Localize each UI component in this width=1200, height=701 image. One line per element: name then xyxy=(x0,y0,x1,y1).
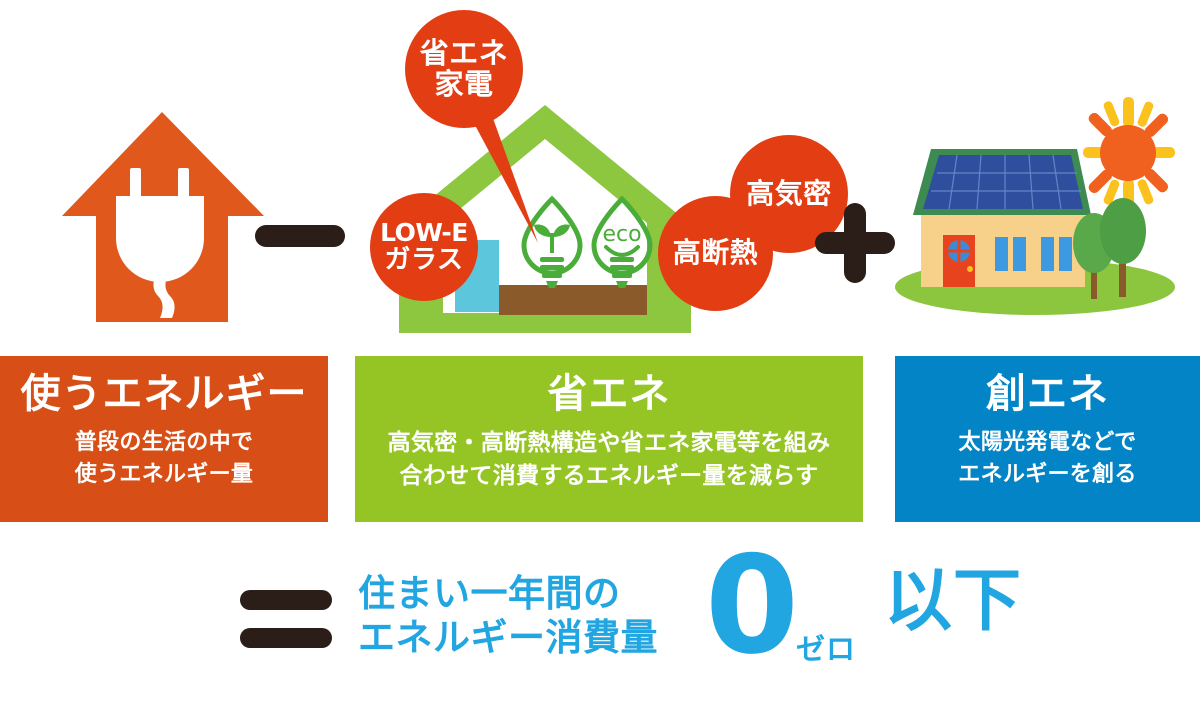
panel-line-2: 使うエネルギー量 xyxy=(74,461,254,487)
panel-title: 使うエネルギー xyxy=(20,371,308,417)
panel-use-energy: 使うエネルギー 普段の生活の中で 使うエネルギー量 xyxy=(0,356,328,522)
sun-icon xyxy=(1083,97,1175,209)
house-floor xyxy=(499,285,647,315)
panel-title: 省エネ xyxy=(547,371,671,417)
panel-line-2: エネルギーを創る xyxy=(958,461,1137,487)
panel-line-1: 太陽光発電などで xyxy=(958,429,1137,455)
solar-panel-grid xyxy=(931,154,1081,210)
shouene-kaden-pointer xyxy=(430,95,550,245)
panel-save-energy: 省エネ 高気密・高断熱構造や省エネ家電等を組み 合わせて消費するエネルギー量を減… xyxy=(355,356,863,522)
minus-operator xyxy=(255,225,345,247)
panel-line-1: 普段の生活の中で xyxy=(74,429,254,455)
badge-line-1: 省エネ xyxy=(419,35,509,70)
badge-shouene-kaden[interactable]: 省エネ 家電 xyxy=(405,10,523,128)
equation-line-1: 住まい一年間の xyxy=(358,572,621,615)
badge-low-e-glass[interactable]: LOW-E ガラス xyxy=(370,193,478,301)
panel-line-1: 高気密・高断熱構造や省エネ家電等を組み xyxy=(387,429,831,456)
equation-zero: 0 xyxy=(705,527,799,684)
svg-text:eco: eco xyxy=(602,222,641,247)
panel-title: 創エネ xyxy=(986,371,1109,417)
plus-operator xyxy=(815,203,895,283)
plus-vertical-bar xyxy=(844,203,866,283)
tree-right xyxy=(1100,198,1146,297)
equals-bar-top xyxy=(240,590,332,610)
badge-line-2: ガラス xyxy=(384,245,464,276)
equals-operator xyxy=(240,588,332,650)
badge-line-1: 高気密 xyxy=(746,176,832,210)
door-knob xyxy=(967,266,973,272)
badge-line-1: LOW-E xyxy=(380,218,468,248)
equals-bar-bottom xyxy=(240,628,332,648)
equation-suffix: 以下 xyxy=(884,562,1023,641)
sprout-bulb-icon xyxy=(518,195,586,290)
badge-line-1: 高断熱 xyxy=(672,236,759,270)
house-windows xyxy=(995,237,1072,271)
result-equation: 住まい一年間の エネルギー消費量 0 ゼロ 以下 xyxy=(240,538,1040,680)
equation-label: 住まい一年間の エネルギー消費量 xyxy=(358,572,658,659)
panel-generate-energy: 創エネ 太陽光発電などで エネルギーを創る xyxy=(895,356,1200,522)
badge-koudan-netsu[interactable]: 高断熱 xyxy=(658,196,773,311)
plug-icon xyxy=(116,168,204,318)
eco-bulb-icon: eco xyxy=(588,195,656,290)
solar-panel-array xyxy=(923,155,1083,209)
equation-line-2: エネルギー消費量 xyxy=(358,615,658,659)
orange-house-icon xyxy=(62,112,264,322)
use-energy-house-illustration xyxy=(60,110,265,325)
solar-house-illustration xyxy=(885,95,1200,320)
equation-zero-ruby: ゼロ xyxy=(796,632,857,666)
panel-line-2: 合わせて消費するエネルギー量を減らす xyxy=(399,463,819,490)
badge-line-2: 家電 xyxy=(434,67,494,101)
